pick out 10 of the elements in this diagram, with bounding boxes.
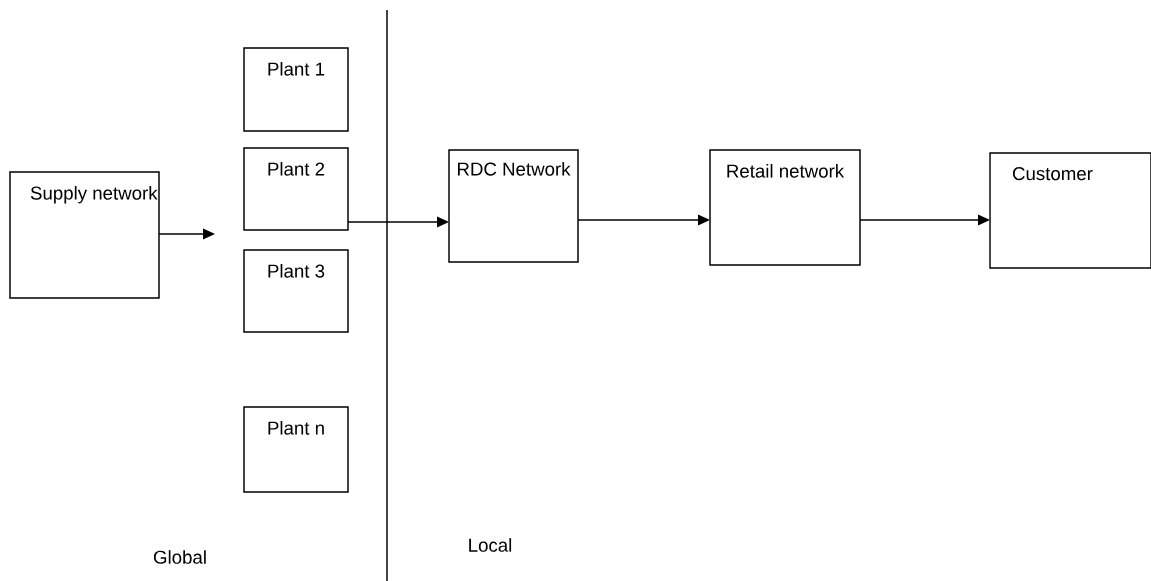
region-label: Global	[153, 550, 206, 564]
region-label: Local	[469, 538, 512, 552]
process-box: Plant 3	[243, 249, 349, 333]
process-box: Plant 2	[243, 147, 349, 231]
process-box: RDC Network	[448, 149, 579, 263]
process-box: Supply network	[9, 171, 160, 299]
process-box: Plant n	[243, 406, 349, 493]
process-box: Plant 1	[243, 47, 349, 132]
process-box: Retail network	[709, 149, 861, 266]
process-box: Customer	[989, 152, 1151, 269]
